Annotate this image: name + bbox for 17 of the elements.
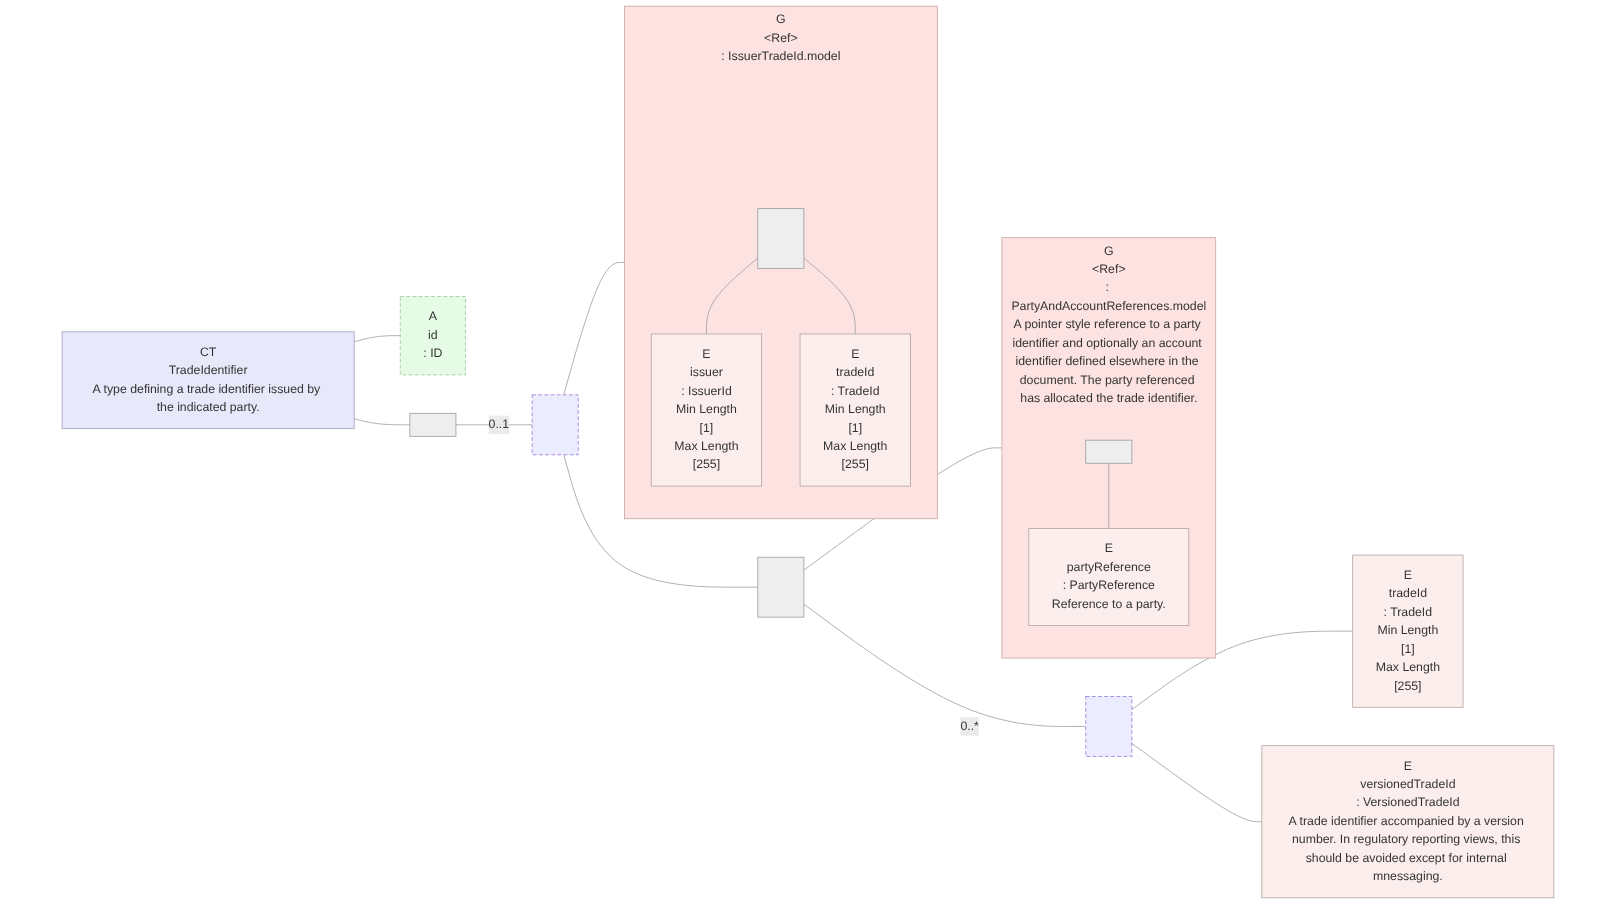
- connector: [563, 454, 759, 588]
- connector: [803, 603, 1087, 727]
- node-box: [409, 412, 457, 437]
- node-bar: [531, 394, 579, 456]
- node-bar: [757, 556, 805, 618]
- connector: [455, 424, 533, 426]
- connector: [1108, 462, 1110, 529]
- node-bar: [1085, 696, 1133, 757]
- connector: [1131, 630, 1354, 710]
- connector: [563, 262, 625, 396]
- connector: [353, 418, 411, 426]
- connector: [803, 257, 856, 335]
- connector: [706, 257, 759, 335]
- node-box: [1085, 439, 1133, 464]
- node-bar: [757, 208, 805, 269]
- connector: [353, 335, 401, 343]
- connector: [1131, 743, 1263, 823]
